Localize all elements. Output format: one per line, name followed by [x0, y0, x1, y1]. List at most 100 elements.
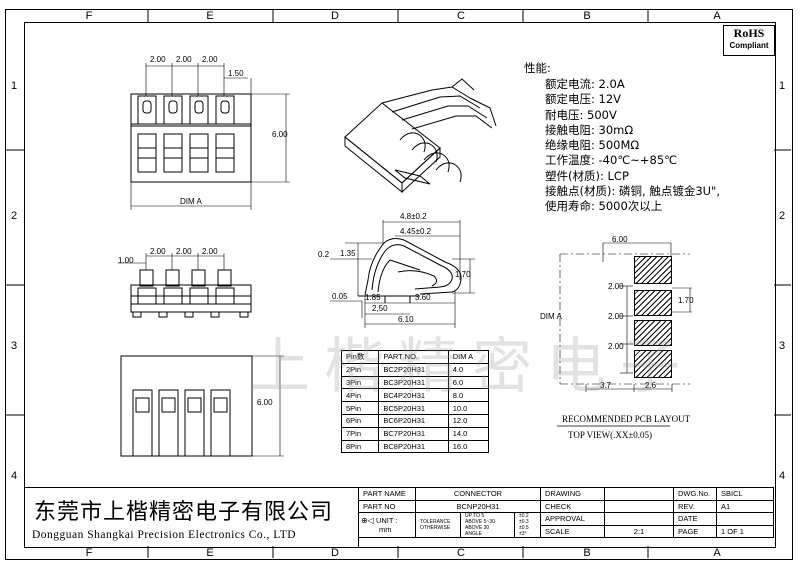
tol-val: ±3° — [519, 531, 527, 537]
tolerance-values: ±0.2 ±0.3 ±0.5 ±3° — [514, 512, 541, 538]
pcb-pad-1 — [634, 256, 672, 284]
table-cell: 14.0 — [447, 426, 490, 441]
spec-plastic-material: 塑件(材质): LCP — [545, 168, 629, 183]
watermark-text: 上楷精密电子 — [250, 332, 694, 402]
dim-side-0-05: 0.05 — [332, 292, 348, 301]
dim-pcb-2-00-1: 2.00 — [608, 282, 624, 291]
table-cell: 16.0 — [447, 439, 490, 454]
tol-val: ±0.2 — [519, 513, 529, 519]
side-view — [330, 220, 475, 328]
pcb-layout-subtitle: TOP VIEW(.XX±0.05) — [568, 430, 653, 440]
table-cell: 8Pin — [340, 439, 380, 454]
dim-front-offset: 1.00 — [118, 256, 134, 265]
scale-value: 2:1 — [604, 524, 674, 538]
scale-label: SCALE — [540, 524, 605, 538]
spec-rated-current: 额定电流: 2.0A — [545, 77, 625, 91]
table-cell: 6Pin — [340, 413, 380, 428]
table-cell: BC6P20H31 — [378, 413, 449, 428]
dim-side-1-35: 1.35 — [340, 249, 356, 258]
zone-row-3-right: 3 — [778, 340, 786, 352]
dwg-no-value: SBICL — [716, 487, 774, 501]
zone-col-f-top: F — [85, 10, 93, 22]
zone-col-b-top: B — [583, 10, 591, 22]
isometric-view — [344, 78, 497, 194]
rohs-title: RoHS — [733, 26, 765, 40]
spec-contact-resistance: 接触电阻: 30mΩ — [545, 122, 634, 137]
page-label: PAGE — [673, 524, 717, 538]
specs-title: 性能: — [524, 61, 551, 75]
zone-col-c-top: C — [457, 10, 465, 22]
zone-col-b-bottom: B — [583, 547, 591, 559]
specs-list: 额定电流: 2.0A 额定电压: 12V 耐电压: 500V 接触电阻: 30m… — [545, 77, 720, 215]
tolerance-cell: TOLERANCE OTHERWISE — [415, 512, 461, 538]
dim-side-4-45: 4.45±0.2 — [400, 227, 432, 236]
dim-side-0-2: 0.2 — [318, 250, 330, 259]
table-cell: BC7P20H31 — [378, 426, 449, 441]
dim-pcb-6-00: 6.00 — [612, 235, 628, 244]
zone-col-c-bottom: C — [457, 547, 465, 559]
pcb-layout-title: RECOMMENDED PCB LAYOUT — [562, 414, 691, 424]
tol-range: ABOVE 5~30 — [465, 519, 495, 525]
tol-range: ABOVE 30 — [465, 525, 490, 531]
table-cell: BC8P20H31 — [378, 439, 449, 454]
unit-label: UNIT : — [375, 516, 398, 525]
dwg-no-label: DWG.No. — [673, 487, 717, 501]
unit-cell: ⊕◁ UNIT : mm — [358, 512, 416, 538]
part-name-value: CONNECTOR — [415, 487, 541, 501]
pcb-pad-2 — [634, 290, 672, 316]
otherwise-label: OTHERWISE — [420, 525, 451, 531]
rev-value: A1 — [716, 499, 774, 513]
zone-row-2-left: 2 — [10, 210, 18, 222]
top-view — [130, 63, 290, 210]
dim-top-pitch-1: 2.00 — [150, 55, 166, 64]
part-name-label: PART NAME — [358, 487, 416, 501]
company-name-cn: 东莞市上楷精密电子有限公司 — [34, 500, 334, 525]
title-block: PART NAME CONNECTOR DRAWING DWG.No. SBIC… — [358, 487, 774, 538]
dim-pcb-1-70: 1.70 — [678, 296, 694, 305]
zone-row-3-left: 3 — [10, 340, 18, 352]
drawing-value — [604, 487, 674, 501]
spec-service-life: 使用寿命: 5000次以上 — [545, 199, 663, 214]
dim-side-2-50: 2,50 — [372, 304, 388, 313]
table-cell: 12.0 — [447, 413, 490, 428]
zone-col-f-bottom: F — [85, 547, 93, 559]
check-label: CHECK — [540, 499, 605, 513]
pcb-layout — [557, 242, 692, 427]
zone-col-d-bottom: D — [331, 547, 339, 559]
dim-side-1-85: 1.85 — [365, 293, 381, 302]
tolerance-label: TOLERANCE — [420, 519, 451, 525]
company-block: 东莞市上楷精密电子有限公司 Dongguan Shangkai Precisio… — [24, 487, 359, 547]
dim-bottom-height: 6.00 — [257, 398, 273, 407]
dim-side-1-70: 1.70 — [455, 270, 471, 279]
drawing-label: DRAWING — [540, 487, 605, 501]
rohs-subtitle: Compliant — [729, 41, 769, 50]
tol-val: ±0.3 — [519, 519, 529, 525]
dim-side-6-10: 6.10 — [398, 315, 414, 324]
dim-top-offset: 1.50 — [228, 69, 244, 78]
date-value — [716, 512, 774, 526]
tolerance-ranges: UP TO 5 ABOVE 5~30 ABOVE 30 ANGLE — [459, 512, 516, 538]
zone-row-1-right: 1 — [778, 80, 786, 92]
rev-label: REV. — [673, 499, 717, 513]
spec-rated-voltage: 额定电压: 12V — [545, 92, 622, 107]
zone-col-e-top: E — [206, 10, 214, 22]
bottom-view — [120, 355, 284, 457]
company-name-en: Dongguan Shangkai Precision Electronics … — [32, 529, 297, 541]
pcb-pad-3 — [634, 320, 672, 346]
zone-row-4-right: 4 — [778, 470, 786, 482]
pin-table-header: Pin数 PART NO. DIM A — [340, 350, 490, 364]
spec-operating-temp: 工作温度: -40℃~+85℃ — [545, 153, 678, 168]
unit-value: mm — [379, 525, 392, 534]
date-label: DATE — [673, 512, 717, 526]
zone-col-d-top: D — [331, 10, 339, 22]
table-cell: 7Pin — [340, 426, 380, 441]
spec-insulation-resistance: 绝缘电阻: 500MΩ — [545, 138, 640, 153]
